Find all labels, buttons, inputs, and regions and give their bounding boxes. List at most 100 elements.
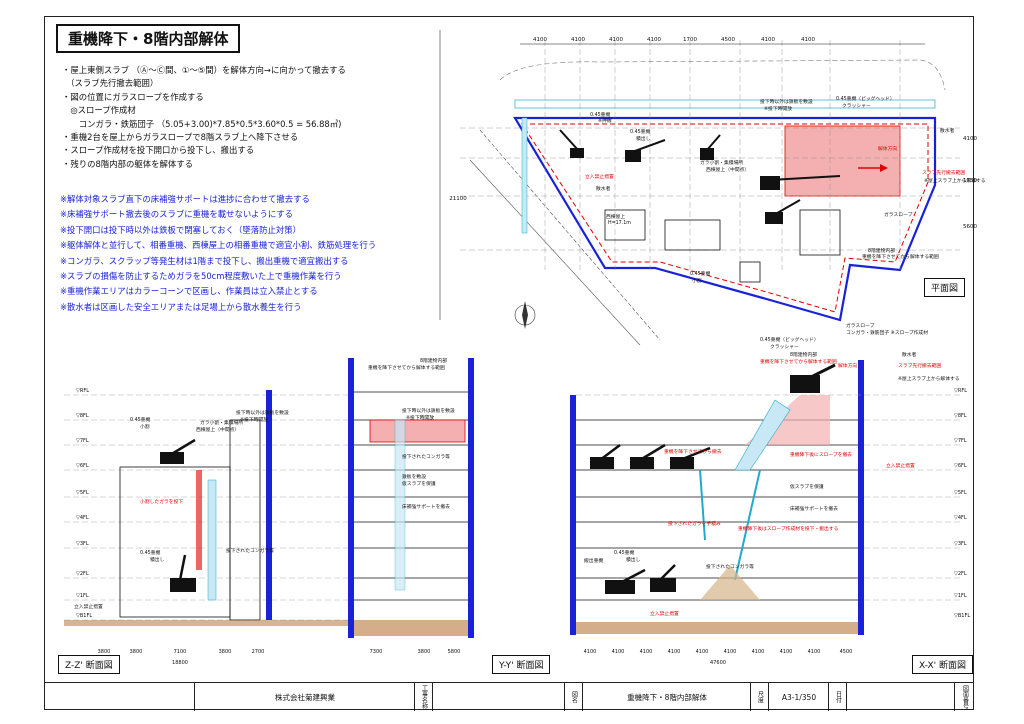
section-xx-annotation: 8階建物内部 [790,351,817,358]
section-yy-annotation: 床補強サポートを撤去 [402,503,450,510]
section-dimension: 5800 [448,649,461,655]
section-zz [64,390,354,626]
floor-level-label: ▽B1FL [954,613,970,619]
plan-annotation: 重機を降下させてから解体する範囲 [862,253,939,260]
section-dimension: 7100 [174,649,187,655]
plan-annotation: ガラスロープ [884,211,913,218]
floor-level-label: ▽1FL [76,593,89,599]
plan-annotation: 西棟屋上（中間点） [706,166,749,173]
safety-note: ※解体対象スラブ直下の床補強サポートは進捗に合わせて撤去する [60,194,310,204]
drawing-name: 重機降下・8階内部解体 [582,683,751,711]
section-dimension: 4100 [752,649,765,655]
plan-view-label: 平面図 [924,278,966,297]
section-dimension: 2700 [252,649,265,655]
plan-annotation: クラッシャー [842,103,871,109]
section-xx-annotation: 散水者 [902,351,917,358]
plan-dimension: 1700 [683,37,697,43]
scale-label: 尺度 [750,683,769,711]
floor-level-label: ▽B1FL [76,613,92,619]
scale-value: A3-1/350 [768,683,829,711]
plan-annotation: ※屋上スラブ上から解体する [924,177,986,184]
plan-annotation: 投下時以外は鉄板を敷設 [760,98,813,105]
section-dimension: 3800 [219,649,232,655]
drawing-title: 重機降下・8階内部解体 [56,24,241,53]
procedure-note: ・図の位置にガラスロープを作成する [62,91,204,102]
section-dimension: 4100 [724,649,737,655]
section-xx-annotation: 重機降下後はスロープ作成材を投下・搬出する [738,525,839,532]
work-name-value [432,683,565,711]
section-xx-annotation: 重機降下後にスロープを撤去 [790,451,852,458]
plan-annotation: 小割 [692,277,702,284]
section-dimension: 7300 [370,649,383,655]
section-xx-annotation: 立入禁止措置 [650,610,679,617]
procedure-note: ◎スロープ作成材 [62,105,136,116]
plan-dimension: 4100 [963,136,977,142]
plan-dimension: 4100 [801,37,815,43]
plan-annotation: 西棟屋上 [606,213,625,220]
plan-dimension: 4100 [761,37,775,43]
section-xx-annotation: 立入禁止措置 [886,462,915,469]
section-zz-label: Z-Z' 断面図 [58,655,120,674]
section-yy-annotation: 投下されたコンガラ等 [402,453,450,460]
floor-level-label: ▽4FL [954,515,967,521]
section-zz-annotation: 立入禁止措置 [74,603,103,610]
section-dimension: 4100 [612,649,625,655]
procedure-note: ・スロープ作成材を投下開口から投下し、搬出する [62,145,255,156]
procedure-note: ・残りの8階内部の躯体を解体する [62,158,193,169]
section-xx-annotation: 仮スラブを保護 [790,483,824,490]
section-zz-annotation: ガラ小割・集積場所 [200,419,243,426]
safety-note: ※投下開口は投下時以外は鉄板で閉塞しておく（墜落防止対策） [60,224,302,235]
floor-level-label: ▽6FL [954,463,967,469]
drawing-name-label: 図名 [564,683,583,711]
north-arrow-icon [514,301,536,329]
section-total-dimension: 18800 [172,660,188,666]
section-dimension: 3800 [98,649,111,655]
plan-annotation: 0.45重機 [630,128,650,135]
safety-note: ※散水者は区画した安全エリアまたは足場上から散水養生を行う [60,301,302,312]
section-yy-annotation: 仮スラブを保護 [402,480,436,487]
procedure-note: （スラブ先行撤去範囲） [62,78,159,89]
section-xx-annotation: 床補強サポートを撤去 [790,505,838,512]
section-dimension: 4100 [696,649,709,655]
section-total-dimension: 47600 [710,660,726,666]
section-zz-annotation: 0.45重機 [130,416,150,423]
section-dimension: 3800 [418,649,431,655]
plan-annotation: 立入禁止措置 [585,173,614,180]
section-xx-annotation: クラッシャー [770,344,799,350]
floor-level-label: ▽2FL [76,571,89,577]
section-zz-annotation: 小割したガラを投下 [140,498,183,505]
plan-annotation: 散水者 [596,185,611,192]
company-name: 株式会社菊建興業 [194,683,415,711]
procedure-note: コンガラ・鉄筋団子 （5.05+3.00)*7.85*0.5*3.60*0.5 … [62,118,342,129]
section-yy-annotation: 8階建物内部 [420,357,447,364]
floor-level-label: ▽3FL [76,541,89,547]
section-xx-annotation: 0.45重機（ビッグヘッド） [760,336,819,343]
plan-annotation: ※押機 [598,117,612,124]
procedure-note: ・屋上東側スラブ （Ⓐ～Ⓒ間、①～⑤間）を解体方向→に向かって撤去する [62,65,346,75]
floor-level-label: ▽4FL [76,515,89,521]
section-xx-annotation: スラブ先行撤去範囲 [898,362,941,369]
section-yy-annotation: 重機を降下させてから解体する範囲 [368,364,445,371]
plan-dimension: 4100 [533,37,547,43]
plan-dimension: 4100 [647,37,661,43]
title-block: 株式会社菊建興業 工事名称 図名 重機降下・8階内部解体 尺度 A3-1/350… [44,682,974,711]
plan-dimension: 5600 [963,224,977,230]
plan-annotation: 0.45重機 [590,111,610,118]
slab-removal-area [784,125,901,197]
safety-note: ※スラブの損傷を防止するためガラを50cm程度敷いた上で重機作業を行う [60,271,342,282]
section-zz-annotation: ※投下時開放 [240,416,268,423]
safety-note: ※コンガラ、スクラップ等発生材は1階まで投下し、搬出重機で適宜搬出する [60,255,349,266]
section-dimension: 4100 [668,649,681,655]
plan-annotation: 散水者 [940,127,955,134]
plan-view [439,30,960,346]
safety-note: ※躯体解体と並行して、相番重機、西棟屋上の相番重機で適宜小割、鉄筋処理を行う [60,240,377,251]
floor-level-label: ▽RFL [954,388,967,394]
plan-dimension: 21100 [449,196,467,202]
section-xx-annotation: 解体方向 [838,362,857,369]
section-xx-annotation: 投下されたコンガラ等 [706,563,754,570]
plan-annotation: 0.45重機 [690,270,710,277]
procedure-notes: ・屋上東側スラブ （Ⓐ～Ⓒ間、①～⑤間）を解体方向→に向かって撤去する （スラブ… [62,64,346,171]
floor-level-label: ▽5FL [954,490,967,496]
